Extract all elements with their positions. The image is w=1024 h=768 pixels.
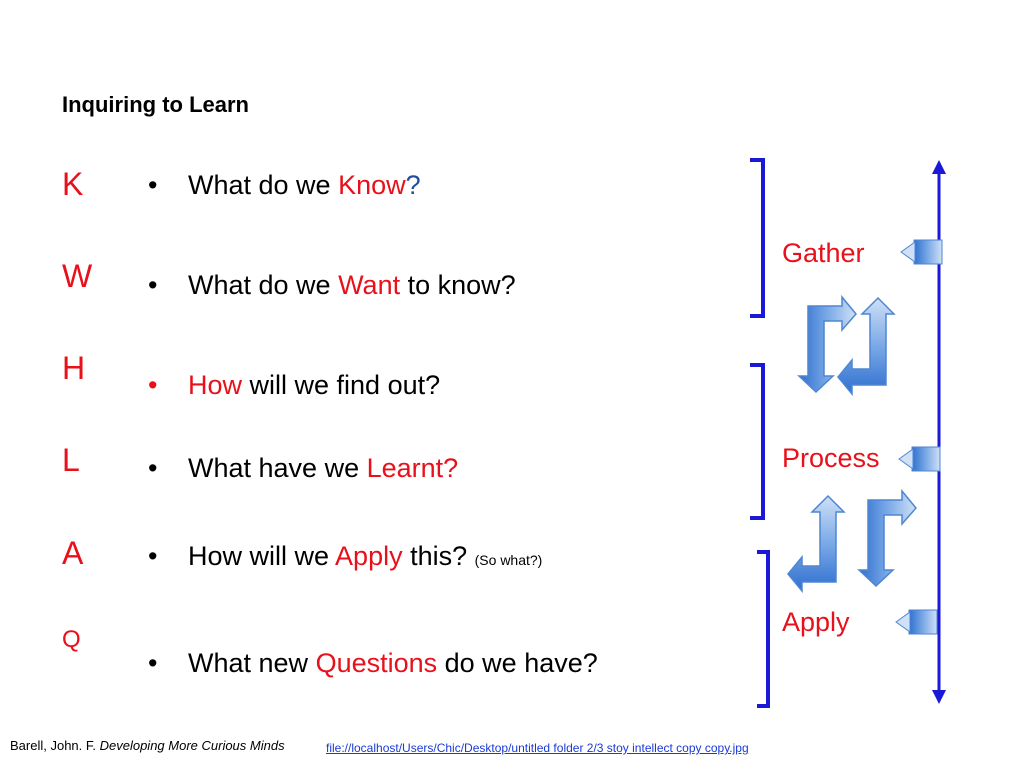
apply-bracket	[757, 550, 770, 708]
bullet-text-segment: Apply	[335, 541, 403, 571]
bullet-marker: •	[148, 453, 158, 483]
bullet-text-segment: What new	[188, 648, 316, 678]
bullet-text-segment: will we find out?	[242, 370, 441, 400]
bullet-text-segment: ?	[405, 170, 421, 200]
citation-author: Barell, John. F.	[10, 738, 100, 753]
letter-w: W	[62, 258, 93, 294]
cycle-arrow-gather-to-process	[797, 294, 857, 394]
bullet-marker: •	[148, 170, 158, 200]
citation-work: Developing More Curious Minds	[99, 738, 285, 753]
bullet-text-segment: How will we	[188, 541, 336, 571]
process-pointer-arrow	[898, 446, 941, 472]
bullet-text-segment: to know?	[400, 270, 516, 300]
bullet-text-segment: Learnt?	[366, 453, 459, 483]
cycle-arrow-apply-to-process	[857, 488, 917, 588]
image-file-link[interactable]: file://localhost/Users/Chic/Desktop/unti…	[326, 741, 749, 755]
cycle-arrow-process-to-gather	[837, 296, 896, 397]
bullet-marker: •	[148, 370, 158, 400]
letter-l: L	[62, 442, 80, 478]
gather-bracket	[750, 158, 765, 318]
bullet-know: • What do we Know?	[148, 172, 421, 199]
bullet-marker: •	[148, 541, 158, 571]
apply-pointer-arrow	[895, 609, 938, 635]
bullet-learnt: • What have we Learnt?	[148, 455, 458, 482]
citation: Barell, John. F. Developing More Curious…	[10, 738, 285, 753]
process-bracket	[750, 363, 765, 520]
cycle-arrow-process-to-apply	[787, 494, 846, 594]
bullet-want: • What do we Want to know?	[148, 272, 516, 299]
bullet-text-segment: this?	[402, 541, 475, 571]
bullet-questions: • What new Questions do we have?	[148, 650, 598, 677]
letter-k: K	[62, 166, 84, 202]
bullet-text-segment: Want	[338, 270, 401, 300]
bullet-text-segment: How	[188, 370, 243, 400]
stage-gather-label: Gather	[782, 238, 865, 268]
bullet-marker: •	[148, 648, 158, 678]
bullet-marker: •	[148, 270, 158, 300]
bullet-apply: • How will we Apply this? (So what?)	[148, 543, 542, 570]
bullet-text-segment: What do we	[188, 170, 339, 200]
bullet-text-segment: (So what?)	[474, 552, 543, 568]
bullet-text-segment: What have we	[188, 453, 367, 483]
stage-process-label: Process	[782, 443, 880, 473]
letter-q: Q	[62, 626, 81, 653]
bullet-text-segment: Questions	[315, 648, 438, 678]
bullet-how: • How will we find out?	[148, 372, 440, 399]
slide-title: Inquiring to Learn	[62, 92, 249, 117]
letter-h: H	[62, 350, 86, 386]
stage-apply-label: Apply	[782, 607, 850, 637]
letter-a: A	[62, 535, 84, 571]
bullet-text-segment: What do we	[188, 270, 339, 300]
bullet-text-segment: Know	[338, 170, 406, 200]
bullet-text-segment: do we have?	[437, 648, 598, 678]
gather-pointer-arrow	[900, 239, 943, 265]
